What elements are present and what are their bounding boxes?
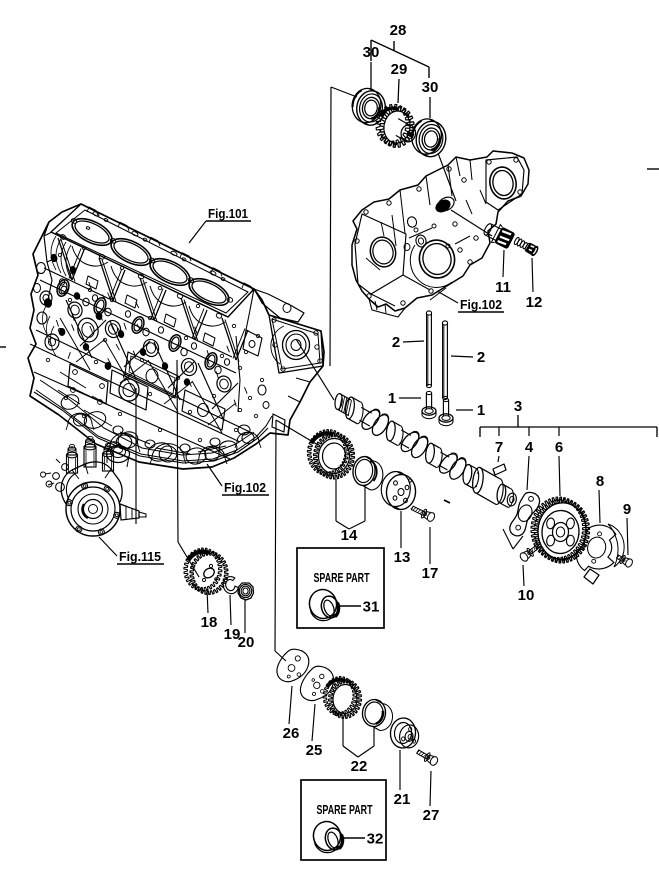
svg-text:11: 11 — [495, 279, 511, 296]
svg-text:SPARE PART: SPARE PART — [317, 803, 373, 817]
svg-text:12: 12 — [526, 294, 543, 311]
svg-text:17: 17 — [422, 565, 439, 582]
svg-text:22: 22 — [351, 758, 368, 775]
svg-text:29: 29 — [391, 61, 408, 78]
svg-text:8: 8 — [596, 473, 604, 490]
svg-text:20: 20 — [238, 634, 255, 651]
svg-text:Fig.115: Fig.115 — [119, 550, 161, 564]
svg-text:10: 10 — [518, 587, 535, 604]
svg-text:2: 2 — [392, 334, 400, 351]
svg-text:SPARE PART: SPARE PART — [314, 571, 370, 585]
svg-text:27: 27 — [423, 807, 440, 824]
svg-text:19: 19 — [224, 626, 241, 643]
svg-text:28: 28 — [390, 22, 407, 39]
svg-text:32: 32 — [367, 831, 384, 848]
svg-text:2: 2 — [477, 349, 485, 366]
svg-text:Fig.101: Fig.101 — [208, 207, 248, 221]
svg-text:31: 31 — [363, 599, 380, 616]
svg-text:13: 13 — [394, 549, 411, 566]
svg-text:Fig.102: Fig.102 — [460, 298, 502, 312]
svg-text:1: 1 — [388, 390, 396, 407]
svg-text:1: 1 — [477, 402, 485, 419]
svg-text:6: 6 — [555, 439, 563, 456]
svg-text:9: 9 — [623, 501, 631, 518]
svg-text:3: 3 — [514, 398, 522, 415]
svg-text:26: 26 — [283, 725, 300, 742]
svg-text:30: 30 — [422, 79, 439, 96]
svg-text:14: 14 — [341, 527, 358, 544]
svg-text:21: 21 — [394, 791, 411, 808]
svg-text:25: 25 — [306, 742, 323, 759]
svg-text:18: 18 — [201, 614, 218, 631]
svg-text:Fig.102: Fig.102 — [224, 481, 266, 495]
svg-text:4: 4 — [525, 439, 534, 456]
svg-text:7: 7 — [495, 439, 503, 456]
